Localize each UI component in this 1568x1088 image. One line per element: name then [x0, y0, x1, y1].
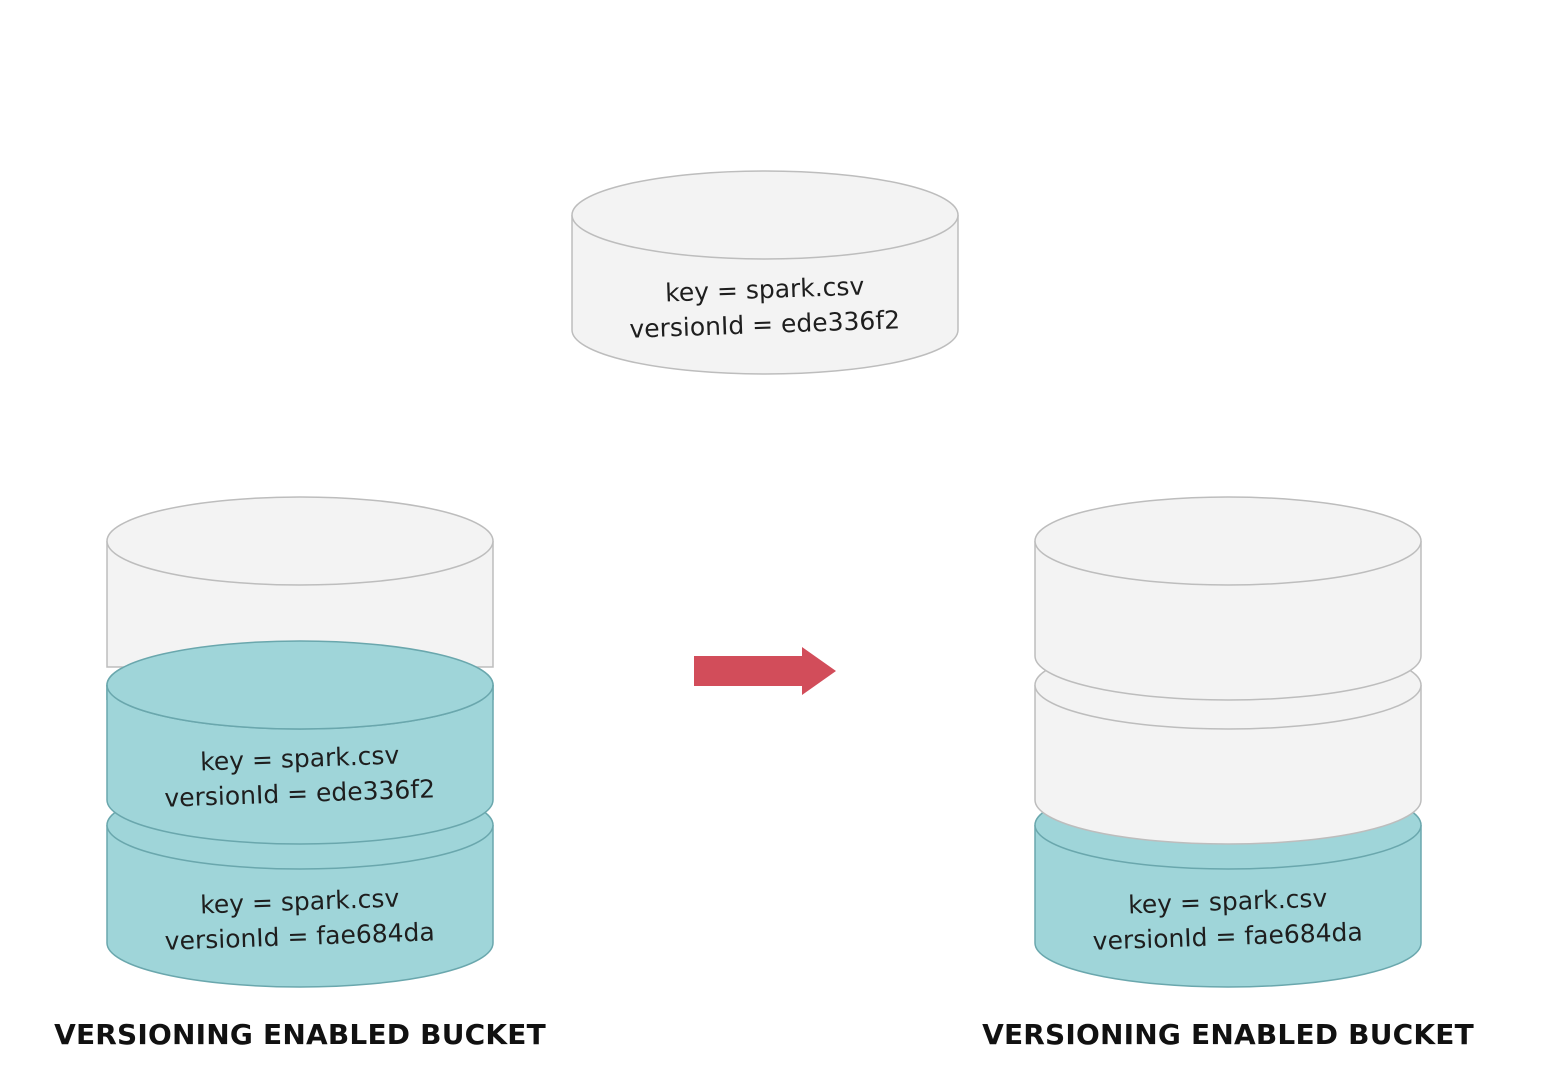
- right-bucket: key = spark.csv versionId = fae684da: [1034, 496, 1422, 988]
- left-version-newer-disk-top: [106, 640, 494, 730]
- right-bucket-caption: VERSIONING ENABLED BUCKET: [982, 1018, 1474, 1051]
- right-version-remaining-disk: key = spark.csv versionId = fae684da: [1034, 780, 1422, 988]
- new-object-key: key = spark.csv: [665, 272, 865, 308]
- left-bucket: key = spark.csv versionId = fae684da key…: [106, 496, 494, 988]
- new-object-disk: key = spark.csv versionId = ede336f2: [571, 170, 959, 375]
- right-remaining-key: key = spark.csv: [1128, 884, 1328, 920]
- left-older-key: key = spark.csv: [200, 884, 400, 920]
- right-empty-top-disk: [1034, 496, 1422, 701]
- left-empty-disk: [106, 496, 494, 668]
- left-bucket-caption: VERSIONING ENABLED BUCKET: [54, 1018, 546, 1051]
- left-newer-key: key = spark.csv: [200, 741, 400, 777]
- right-arrow-icon: [694, 647, 836, 695]
